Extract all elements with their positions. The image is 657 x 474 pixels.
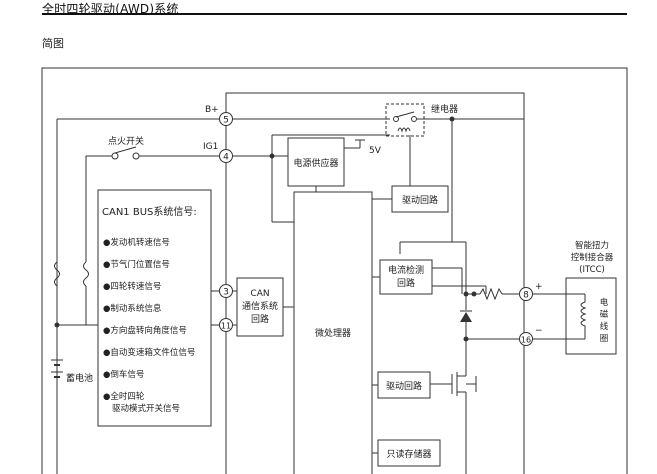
five-volt-label: 5V [369,146,382,156]
solenoid-char-2: 线 [600,321,609,332]
terminal-8 [519,287,533,301]
fuse-right [83,261,89,287]
minus-junction [463,336,469,342]
ignition-lever [114,146,137,154]
can-signal-6: ●倒车信号 [103,369,144,380]
terminal-5-label: 5 [223,116,229,126]
can-signal-1: ●节气门位置信号 [103,259,170,270]
shunt-resistor [479,287,503,301]
itcc-box [565,277,617,355]
terminal-16 [519,332,533,346]
relay-label: 继电器 [431,103,458,115]
relay-box [385,103,425,137]
terminal-3 [219,284,233,298]
current-detect-line-0: 电流检测 [388,264,424,276]
can-signals-box [97,189,212,427]
can-bus-title: CAN1 BUS系统信号: [102,205,197,218]
microprocessor-label: 微处理器 [315,327,351,339]
relay-contact-right [411,116,417,122]
can-signal-5: ●自动变速箱文件位信号 [103,347,195,358]
can-comm-line-0: CAN [250,289,269,299]
drive-circuit-top-label: 驱动回路 [402,194,438,206]
ignition-switch-label: 点火开关 [108,135,144,147]
section-label: 简图 [42,37,64,50]
rom-label: 只读存储器 [386,448,431,460]
power-supply-box [287,137,345,187]
power-supply-label: 电源供应器 [293,157,338,169]
ig1-label: IG1 [203,142,218,152]
ignition-contact-right [132,152,140,160]
drive-circuit-top-box [391,185,449,213]
terminal-4-label: 4 [223,153,229,163]
can-signal-4: ●方向盘转向角度信号 [103,325,187,336]
can-signal-0: ●发动机转速信号 [103,237,170,248]
terminal-3-label: 3 [223,288,229,298]
can-signal-2: ●四轮转速信号 [103,281,161,292]
drive-circuit-bottom-box [377,371,431,399]
terminal-4 [219,149,233,163]
relay-coil [397,127,411,133]
page-title: 全时四轮驱动(AWD)系统 [42,2,179,16]
itcc-line-0: 智能扭力 [575,240,609,251]
minus-sign: − [535,326,543,336]
drive-circuit-bottom-label: 驱动回路 [386,380,422,392]
can-signal-8: 驱动模式开关信号 [112,403,180,414]
solenoid-char-1: 磁 [600,309,609,320]
b-plus-label: B+ [205,105,219,115]
diode-symbol [460,312,472,322]
battery-label: 蓄电池 [66,372,93,384]
terminal-11-label: 11 [221,322,231,331]
fuse-junction [54,322,60,328]
can-signal-3: ●制动系统信息 [103,303,162,314]
solenoid-coil [580,294,587,339]
terminal-11 [219,318,233,332]
can-signal-7: ●全时四轮 [103,391,145,402]
can-comm-box [236,277,284,337]
solenoid-char-0: 电 [600,297,609,308]
plus-sign: + [535,282,543,292]
rom-box [377,439,441,467]
can-comm-line-2: 回路 [251,313,269,325]
terminal-5 [219,112,233,126]
fuse-left [54,261,60,287]
can-comm-line-1: 通信系统 [242,300,278,312]
current-detect-box [379,259,433,295]
relay-contact-left [393,116,399,122]
itcc-line-2: (ITCC) [579,265,605,275]
shunt-junction-right [471,291,477,297]
ignition-contact-left [111,152,119,160]
diagram-frame [41,67,628,474]
current-detect-line-1: 回路 [397,277,415,289]
title-rule [42,13,627,15]
terminal-8-label: 8 [523,291,529,301]
solenoid-char-3: 圈 [600,334,609,344]
itcc-line-1: 控制接合器 [571,252,614,263]
relay-arm [395,111,415,118]
microprocessor-box [293,191,373,474]
terminal-16-label: 16 [521,336,531,345]
